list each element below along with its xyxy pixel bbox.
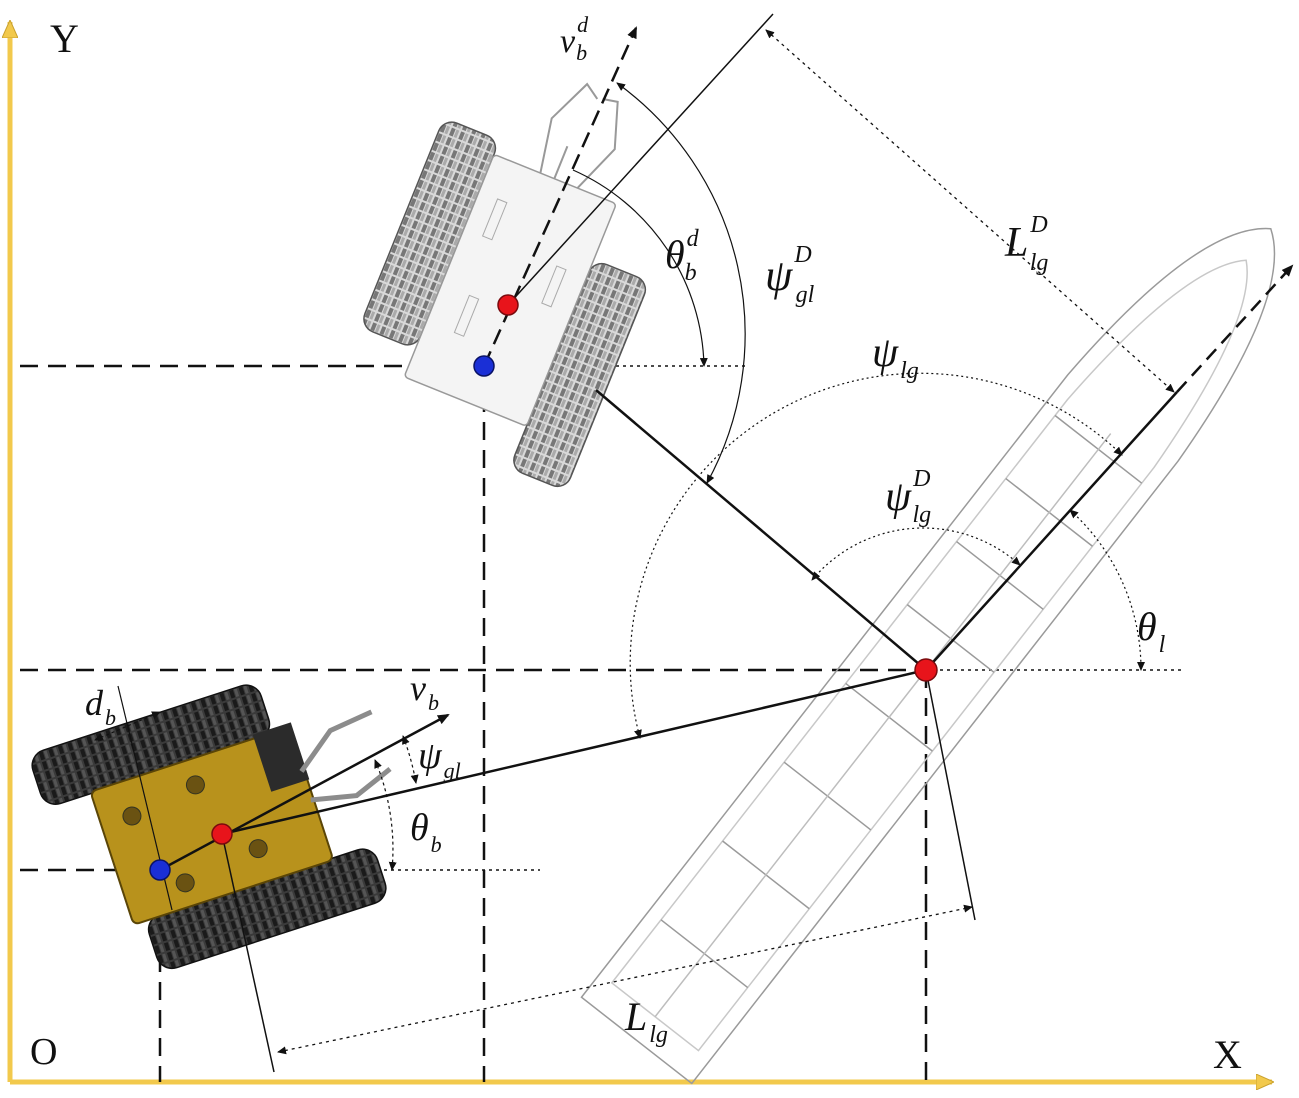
ship-heading-extension — [1176, 264, 1294, 393]
lower-robot-perp-line — [221, 833, 275, 1073]
upper-robot-red-point — [497, 294, 519, 316]
x-axis-label: X — [1213, 1032, 1242, 1077]
arc-theta-l — [1069, 509, 1146, 671]
lower-robot-blue-point — [149, 859, 171, 881]
arc-psi-gl-D — [616, 82, 746, 484]
upper-robot-blue-point — [473, 355, 495, 377]
L-lg-dimension — [277, 904, 973, 1055]
ship-hull — [580, 227, 1276, 1085]
arc-psi-lg-D — [811, 527, 1021, 581]
label-psi-lg: ψlg — [872, 330, 919, 384]
label-d-b: db — [85, 683, 116, 730]
robot-upper — [363, 82, 647, 488]
points — [149, 294, 938, 881]
lower-robot-red-point — [211, 823, 233, 845]
arc-theta-b — [374, 759, 397, 871]
L-lg-D-dimension — [765, 29, 1175, 393]
label-theta-b: θb — [410, 807, 442, 857]
ship-to-lower-robot-line — [221, 668, 927, 836]
ship-perp-line — [925, 669, 976, 921]
label-L-lg: Llg — [624, 994, 668, 1048]
y-axis-label: Y — [50, 16, 79, 61]
arc-psi-gl — [402, 735, 419, 784]
origin-label: O — [30, 1031, 57, 1073]
axes: Y X O — [10, 16, 1272, 1082]
lower-robot-heading-line — [159, 713, 450, 872]
label-psi-gl: ψgl — [418, 735, 461, 783]
label-v-b: vb — [410, 668, 439, 715]
arc-psi-lg — [629, 372, 1123, 739]
label-theta-l: θl — [1137, 604, 1166, 658]
ship-to-upper-robot-line — [595, 389, 927, 671]
ship-red-point — [914, 658, 938, 682]
ship-vectors — [221, 29, 1294, 1073]
upper-robot-to-target-line — [507, 13, 774, 306]
robot-upper-body — [404, 154, 616, 426]
